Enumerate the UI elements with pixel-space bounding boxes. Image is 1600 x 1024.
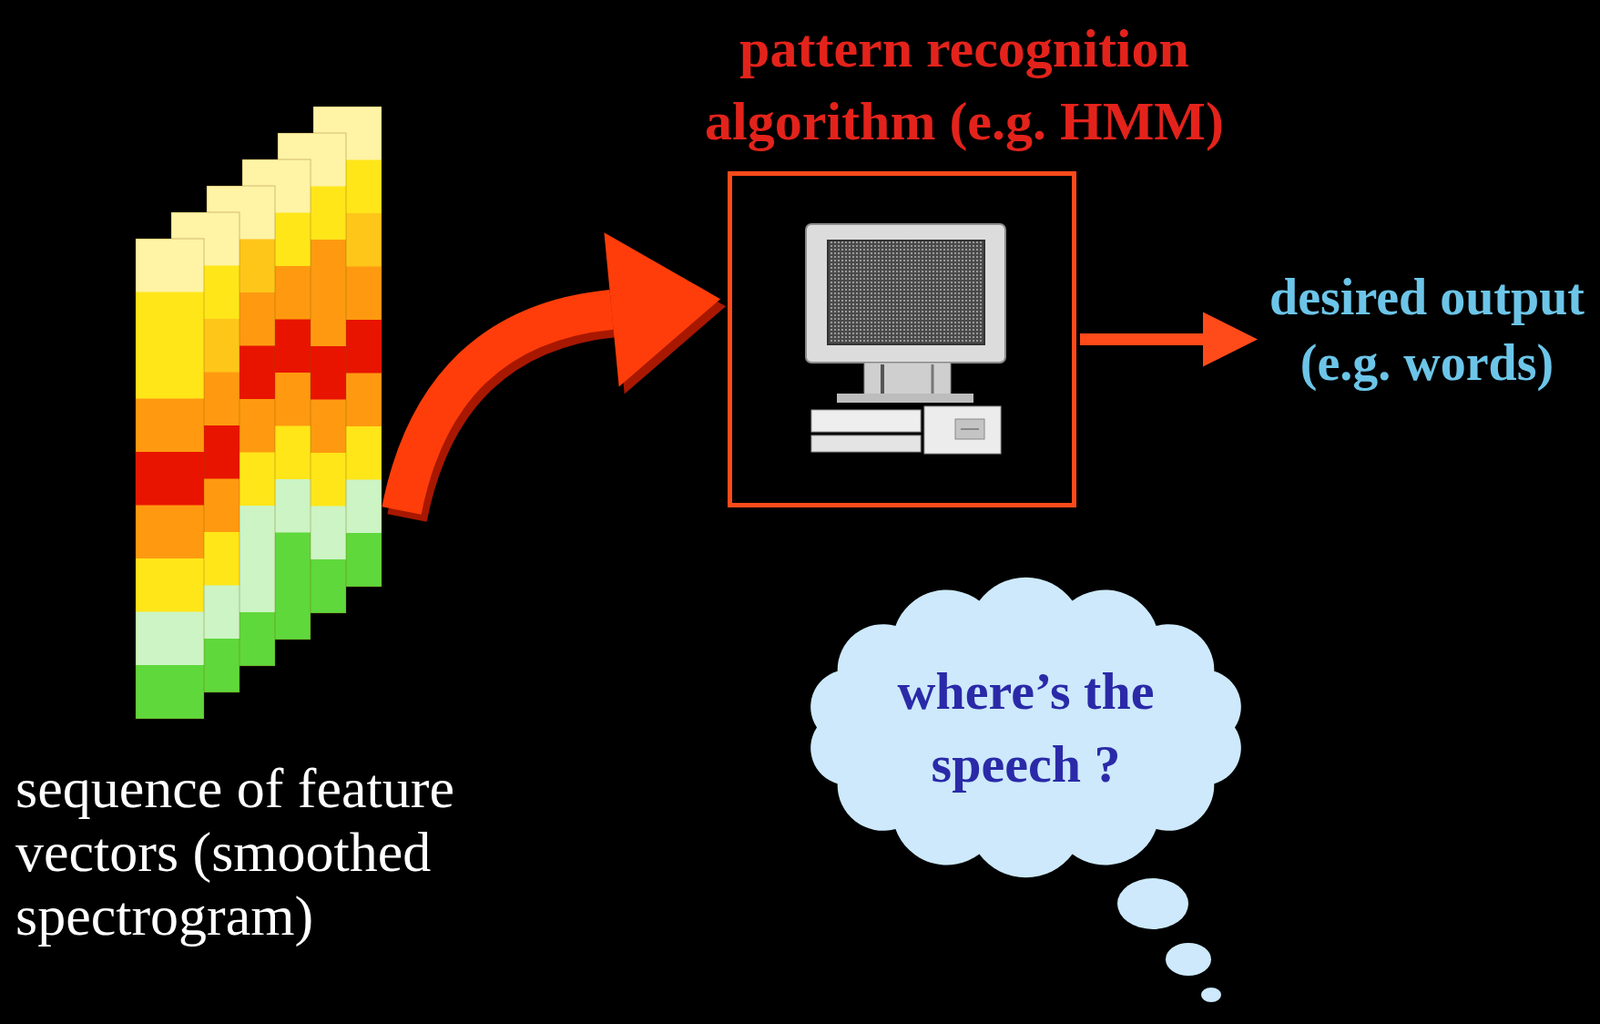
cloud-text-holder: where’s the speech ? [785,566,1266,888]
arrow-head [1202,312,1258,367]
output-node: desired output (e.g. words) [1261,264,1593,474]
spectrum-cell [135,398,204,453]
spectrum-cell [135,345,204,399]
node-caption: sequence of feature vectors (smoothed sp… [15,755,471,948]
spectrum-cell [135,664,204,719]
spectrum-cell [135,505,204,560]
vector-outline [135,238,204,719]
monitor-neck [864,362,951,396]
spectrum-cell [135,238,204,293]
arrow-head [603,232,721,387]
drive-slot [955,418,985,439]
arrow-shaft [1080,333,1205,346]
node-title: pattern recognition algorithm (e.g. HMM) [618,11,1311,158]
thought-cloud: where’s the speech ? [785,566,1266,888]
feature-vectors: sequence of feature vectors (smoothed sp… [15,106,471,1018]
connector-arrow [1080,312,1258,367]
title-holder: pattern recognition algorithm (e.g. HMM) [618,11,1311,158]
spectrum-cell [135,558,204,612]
keyboard [811,409,921,432]
drive-slit [960,428,979,430]
spectrum-cell [135,292,204,347]
cloud-outline [785,566,1266,888]
neck-line [880,364,885,394]
spectrum-cell [135,611,204,666]
neck-line [931,364,935,394]
computer-icon [727,171,1077,508]
monitor-screen [827,240,985,345]
algorithm-box: pattern recognition algorithm (e.g. HMM) [727,171,1077,508]
monitor-bezel [805,224,1006,363]
keyboard [811,435,921,452]
system-unit [924,406,1001,454]
monitor-base [836,393,974,403]
thought-bubble [1165,942,1212,976]
thought-bubble [1117,877,1189,929]
spectrogram-illustration [135,106,382,719]
caption-holder: sequence of feature vectors (smoothed sp… [15,755,471,948]
spectrum-cell [135,451,204,506]
connector-arrow [401,232,726,518]
cloud-text: where’s the speech ? [844,654,1209,801]
arrow-layer [401,232,721,510]
arrow-shaft [401,309,612,511]
feature-vector [135,238,204,719]
output-label: desired output (e.g. words) [1261,264,1593,396]
thought-bubble [1201,987,1222,1002]
cloud-shape [810,577,1242,878]
